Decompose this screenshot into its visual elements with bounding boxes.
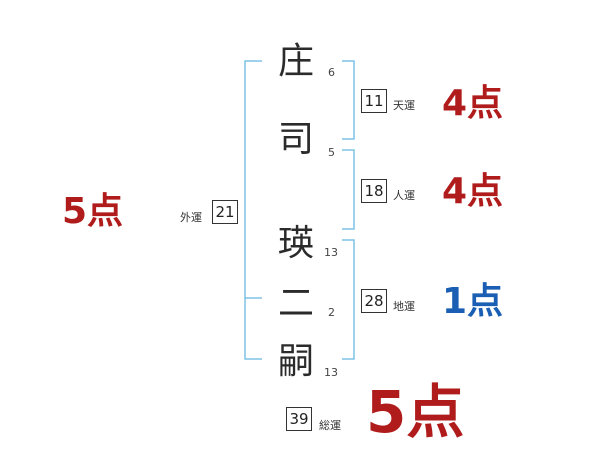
jin-fortune-label: 人運 bbox=[393, 189, 415, 202]
sou-fortune-label: 総運 bbox=[319, 419, 341, 432]
surname-char-1-strokes: 6 bbox=[328, 66, 335, 79]
surname-char-1: 庄 bbox=[277, 41, 314, 82]
jin-bracket bbox=[342, 149, 355, 230]
chi-fortune-label: 地運 bbox=[393, 300, 415, 313]
given-char-2-strokes: 2 bbox=[328, 306, 335, 319]
given-char-3: 嗣 bbox=[277, 341, 314, 382]
given-char-2: 二 bbox=[277, 283, 314, 324]
chi-fortune-value: 28 bbox=[361, 289, 387, 313]
ten-bracket bbox=[342, 60, 355, 140]
gai-fortune-value: 21 bbox=[212, 200, 238, 224]
sou-fortune-score: 5点 bbox=[366, 378, 465, 446]
surname-char-2: 司 bbox=[277, 119, 314, 160]
gai-fortune-label: 外運 bbox=[180, 211, 202, 224]
ten-fortune-score: 4点 bbox=[442, 83, 504, 124]
given-char-1-strokes: 13 bbox=[324, 246, 338, 259]
jin-fortune-score: 4点 bbox=[442, 171, 504, 212]
gai-fortune-score: 5点 bbox=[62, 191, 124, 232]
ten-fortune-label: 天運 bbox=[393, 99, 415, 112]
given-char-3-strokes: 13 bbox=[324, 366, 338, 379]
outer-bracket bbox=[244, 60, 262, 360]
given-char-1: 瑛 bbox=[277, 223, 314, 264]
ten-fortune-value: 11 bbox=[361, 89, 387, 113]
surname-char-2-strokes: 5 bbox=[328, 146, 335, 159]
chi-fortune-score: 1点 bbox=[442, 281, 504, 322]
chi-bracket bbox=[342, 239, 355, 360]
sou-fortune-value: 39 bbox=[286, 407, 312, 431]
jin-fortune-value: 18 bbox=[361, 179, 387, 203]
